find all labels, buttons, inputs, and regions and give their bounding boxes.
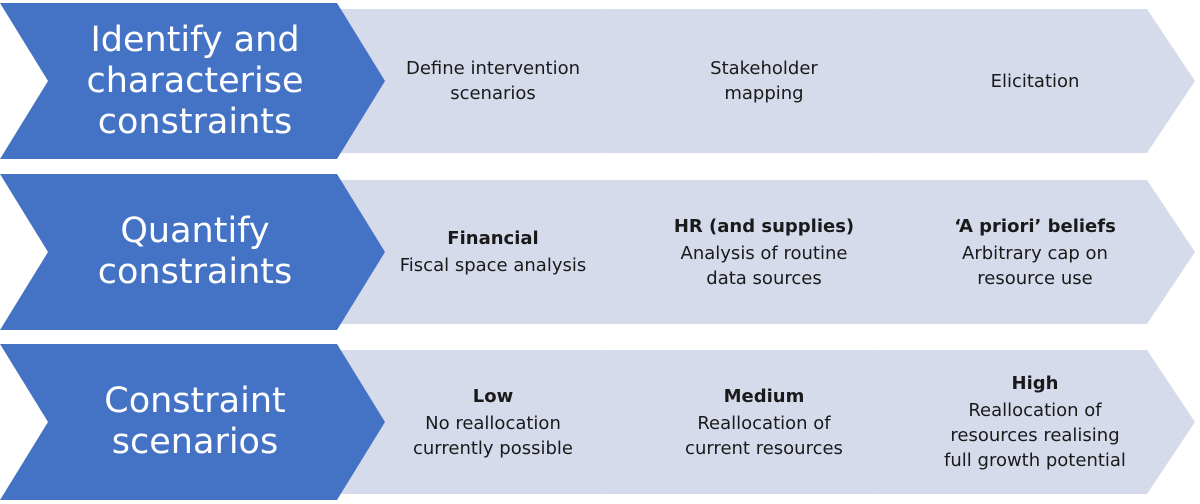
row-3-step-3-heading: High	[1011, 373, 1059, 394]
row-3-step-1-chevron	[333, 350, 653, 494]
row-1-step-1-chevron	[333, 9, 653, 153]
row-3-main-chevron	[0, 344, 385, 500]
row-2-step-1-heading: Financial	[447, 228, 539, 249]
row-3-step-2-chevron	[605, 350, 923, 494]
row-1-step-1-text: Define intervention scenarios	[373, 9, 613, 153]
row-3-step-1-line: currently possible	[412, 437, 573, 459]
row-3-step-3-line: resources realising	[950, 425, 1120, 446]
row-2-step-2-line: Analysis of routine	[680, 242, 848, 264]
row-3-step-2-line: current resources	[685, 437, 843, 459]
row-1-main-label-line: Identify and	[90, 19, 300, 60]
row-2-step-3-line: Arbitrary cap on	[962, 242, 1108, 264]
row-2-main-label-line: constraints	[97, 252, 293, 292]
row-3-step-2-heading: Medium	[723, 385, 805, 407]
row-2-main-label-line: Quantify	[120, 211, 270, 251]
row-2-step-2-heading: HR (and supplies)	[673, 215, 855, 237]
row-2-main-chevron	[0, 174, 385, 330]
row-1-step-1-line: scenarios	[450, 83, 536, 104]
row-1-step-3-text: Elicitation	[915, 9, 1155, 153]
row-1-step-2-text: Stakeholder mapping	[645, 9, 883, 153]
row-3-step-2-line: Reallocation of	[697, 412, 831, 434]
row-1-step-2-line: Stakeholder	[710, 58, 818, 79]
row-3-step-1-heading: Low	[472, 385, 514, 407]
row-2-step-3-chevron	[875, 180, 1195, 324]
row-2-step-3-heading: ‘A priori’ beliefs	[954, 215, 1116, 237]
row-2-step-2-line: data sources	[706, 267, 822, 289]
row-3-main-label-line: Constraint	[104, 381, 286, 421]
row-2-step-2-text: HR (and supplies) Analysis of routine data…	[645, 180, 883, 324]
row-2-step-1-chevron	[333, 180, 653, 324]
row-1-step-1-line: Define intervention	[405, 58, 581, 79]
row-3-step-1-text: Low No reallocation currently possible	[373, 350, 613, 494]
row-1-main-label-line: characterise	[86, 60, 304, 101]
row-3-main-label-line: scenarios	[111, 422, 279, 462]
row-2-step-2-chevron	[605, 180, 923, 324]
row-1-step-2-chevron	[605, 9, 923, 153]
row-3-step-1-line: No reallocation	[425, 412, 561, 434]
row-1-step-3-line: Elicitation	[990, 70, 1080, 92]
row-3-step-3-line: Reallocation of	[968, 400, 1102, 421]
row-1-main-label-line: constraints	[97, 101, 293, 142]
row-1-main-chevron	[0, 3, 385, 159]
row-2-step-1-line: Fiscal space analysis	[399, 255, 587, 276]
row-2-step-3-line: resource use	[977, 267, 1093, 289]
row-1-step-2-line: mapping	[724, 83, 804, 104]
row-1-step-3-chevron	[875, 9, 1195, 153]
row-3-step-3-line: full growth potential	[944, 450, 1126, 471]
row-3-step-3-chevron	[875, 350, 1195, 494]
